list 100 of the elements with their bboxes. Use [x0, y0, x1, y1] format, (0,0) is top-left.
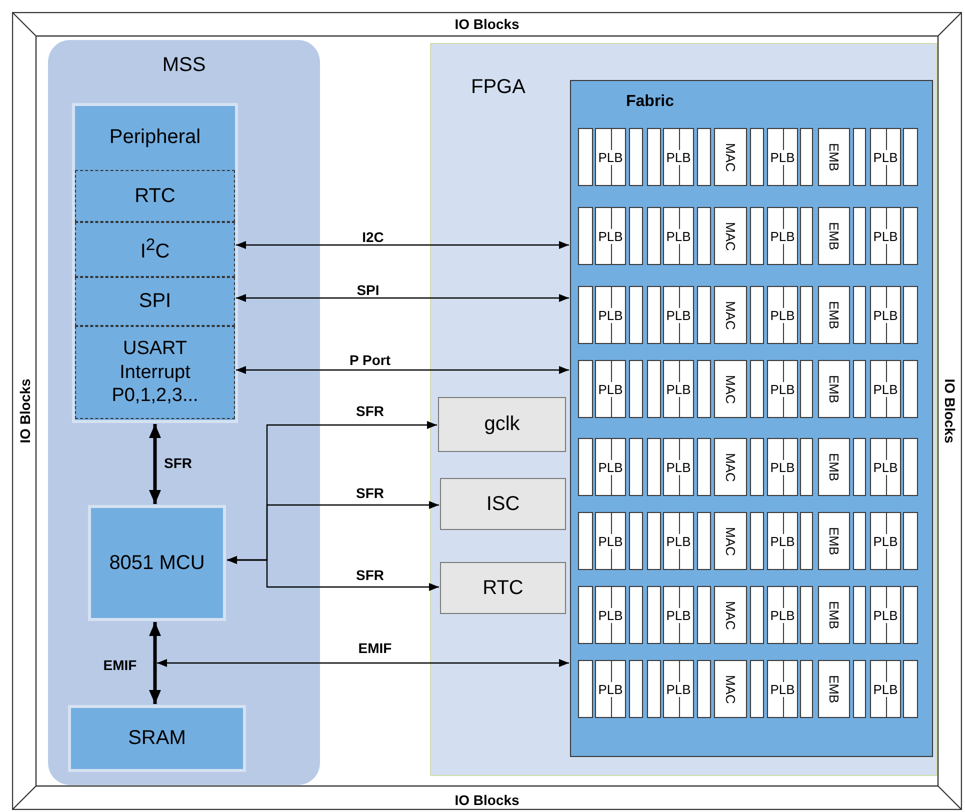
- cell-label: PLB: [873, 682, 898, 696]
- logic-cell: [870, 586, 901, 644]
- logic-cell: [595, 438, 626, 496]
- logic-cell: [818, 586, 850, 644]
- logic-cell: [853, 512, 866, 570]
- edge-label: EMIF: [358, 641, 392, 655]
- arrow: [236, 366, 569, 374]
- logic-cell: [663, 438, 694, 496]
- cell-label: PLB: [598, 382, 623, 396]
- logic-cell: [629, 360, 643, 418]
- function-block: [438, 397, 566, 452]
- logic-cell: [750, 438, 764, 496]
- cell-label: MAC: [724, 300, 737, 330]
- logic-cell: [629, 660, 643, 718]
- logic-cell: [853, 286, 866, 344]
- logic-cell: [578, 660, 593, 718]
- block-label: RTC: [482, 576, 524, 600]
- edge-label: SFR: [356, 568, 384, 582]
- io-blocks-label: IO Blocks: [18, 378, 32, 444]
- logic-cell: [578, 286, 593, 344]
- logic-cell: [870, 128, 901, 186]
- logic-cell: [647, 207, 661, 265]
- cell-label: PLB: [666, 682, 691, 696]
- logic-cell: [629, 207, 643, 265]
- block-label: 8051 MCU: [109, 550, 205, 576]
- block-label: SPI: [138, 289, 172, 314]
- logic-cell: [697, 586, 711, 644]
- logic-cell: [578, 438, 593, 496]
- logic-cell: [595, 207, 626, 265]
- cell-label: PLB: [598, 534, 623, 548]
- cell-label: PLB: [770, 228, 795, 244]
- logic-cell: [800, 512, 813, 570]
- cell-label: PLB: [873, 308, 898, 322]
- logic-cell: [903, 286, 918, 344]
- cell-label: PLB: [770, 682, 795, 696]
- logic-cell: [714, 660, 747, 718]
- logic-cell: [647, 586, 661, 644]
- cell-label: MAC: [724, 600, 737, 630]
- cell-label: EMB: [828, 374, 840, 404]
- logic-cell: [818, 286, 850, 344]
- io-blocks-label: IO Blocks: [454, 793, 520, 807]
- logic-cell: [767, 586, 798, 644]
- cell-label: PLB: [770, 460, 795, 474]
- logic-cell: [870, 286, 901, 344]
- block-title: Fabric: [626, 93, 674, 111]
- peripheral-module: [75, 277, 235, 326]
- logic-cell: [663, 360, 694, 418]
- cell-label: PLB: [666, 382, 691, 396]
- logic-cell: [647, 438, 661, 496]
- block-title: FPGA: [471, 76, 526, 99]
- function-block: [440, 562, 566, 614]
- logic-cell: [903, 512, 918, 570]
- cell-label: EMB: [828, 220, 840, 252]
- edge-label: I2C: [362, 230, 384, 244]
- cell-label: PLB: [873, 534, 898, 548]
- logic-cell: [578, 207, 593, 265]
- logic-cell: [903, 128, 918, 186]
- peripheral-module: [75, 170, 235, 222]
- logic-cell: [870, 207, 901, 265]
- logic-cell: [767, 207, 798, 265]
- logic-cell: [578, 360, 593, 418]
- cell-label: PLB: [666, 228, 691, 244]
- logic-cell: [750, 360, 764, 418]
- peripheral-module: [75, 222, 235, 277]
- arrow: [149, 622, 161, 704]
- logic-cell: [647, 360, 661, 418]
- logic-cell: [595, 286, 626, 344]
- arrow: [227, 556, 439, 591]
- logic-cell: [870, 660, 901, 718]
- cell-label: PLB: [666, 150, 691, 164]
- fabric-panel: [570, 80, 933, 757]
- logic-cell: [870, 360, 901, 418]
- logic-cell: [853, 438, 866, 496]
- logic-cell: [853, 586, 866, 644]
- block-title: MSS: [162, 54, 206, 77]
- logic-cell: [595, 586, 626, 644]
- logic-cell: [853, 360, 866, 418]
- logic-cell: [853, 207, 866, 265]
- logic-cell: [818, 128, 850, 186]
- logic-cell: [647, 660, 661, 718]
- logic-cell: [663, 286, 694, 344]
- logic-cell: [663, 207, 694, 265]
- cell-label: PLB: [770, 534, 795, 548]
- cell-label: PLB: [873, 460, 898, 474]
- arrow: [236, 241, 569, 249]
- edge-label: SFR: [164, 456, 192, 470]
- edge-label: SPI: [356, 283, 380, 297]
- logic-cell: [629, 586, 643, 644]
- logic-cell: [578, 586, 593, 644]
- logic-cell: [629, 286, 643, 344]
- subsystem-panel: [48, 40, 320, 785]
- logic-cell: [697, 207, 711, 265]
- logic-cell: [870, 438, 901, 496]
- logic-cell: [714, 286, 747, 344]
- logic-cell: [714, 586, 747, 644]
- block-title: Peripheral: [109, 126, 201, 149]
- cell-label: EMB: [828, 142, 840, 172]
- logic-cell: [629, 128, 643, 186]
- cell-label: PLB: [666, 534, 691, 548]
- logic-cell: [629, 438, 643, 496]
